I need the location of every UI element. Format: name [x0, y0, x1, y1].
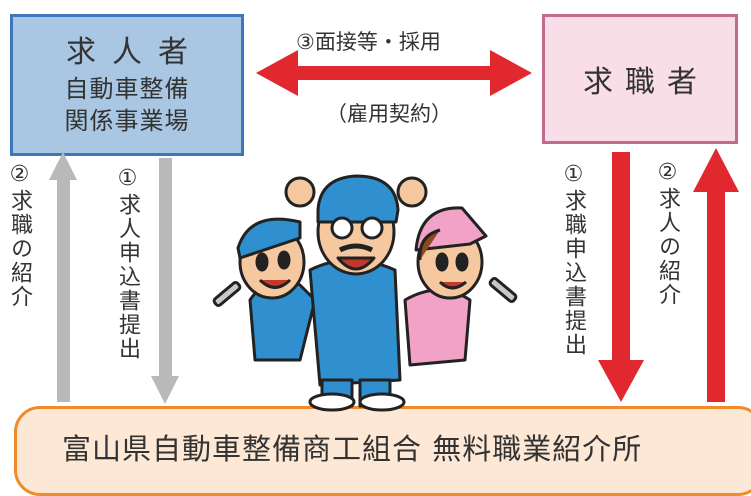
diagram-graphics [49, 50, 739, 412]
interview-hiring-label: ③面接等・採用 [296, 30, 441, 54]
employer-line2: 自動車整備 [64, 75, 190, 103]
employment-contract-label: （雇用契約） [326, 102, 452, 126]
job-offer-submission-label: ①求人申込書提出 [115, 166, 140, 361]
red-down-arrow [598, 152, 644, 402]
interview-double-arrow [256, 50, 532, 96]
job-offer-referral-label: ②求人の紹介 [655, 160, 680, 307]
seeker-box: 求職者 [542, 14, 738, 144]
job-seeker-referral-label: ②求職の紹介 [7, 162, 32, 309]
seeker-title: 求職者 [583, 65, 709, 100]
mechanics-illustration [212, 174, 518, 412]
employer-box: 求人者 自動車整備 関係事業場 [10, 14, 244, 156]
red-up-arrow [693, 148, 739, 402]
agency-name: 富山県自動車整備商工組合 無料職業紹介所 [62, 432, 643, 466]
gray-up-arrow [49, 152, 77, 402]
job-application-submission-label: ①求職申込書提出 [561, 162, 586, 357]
employer-line3: 関係事業場 [64, 107, 190, 135]
employer-title: 求人者 [66, 35, 204, 70]
gray-down-arrow [151, 158, 179, 404]
